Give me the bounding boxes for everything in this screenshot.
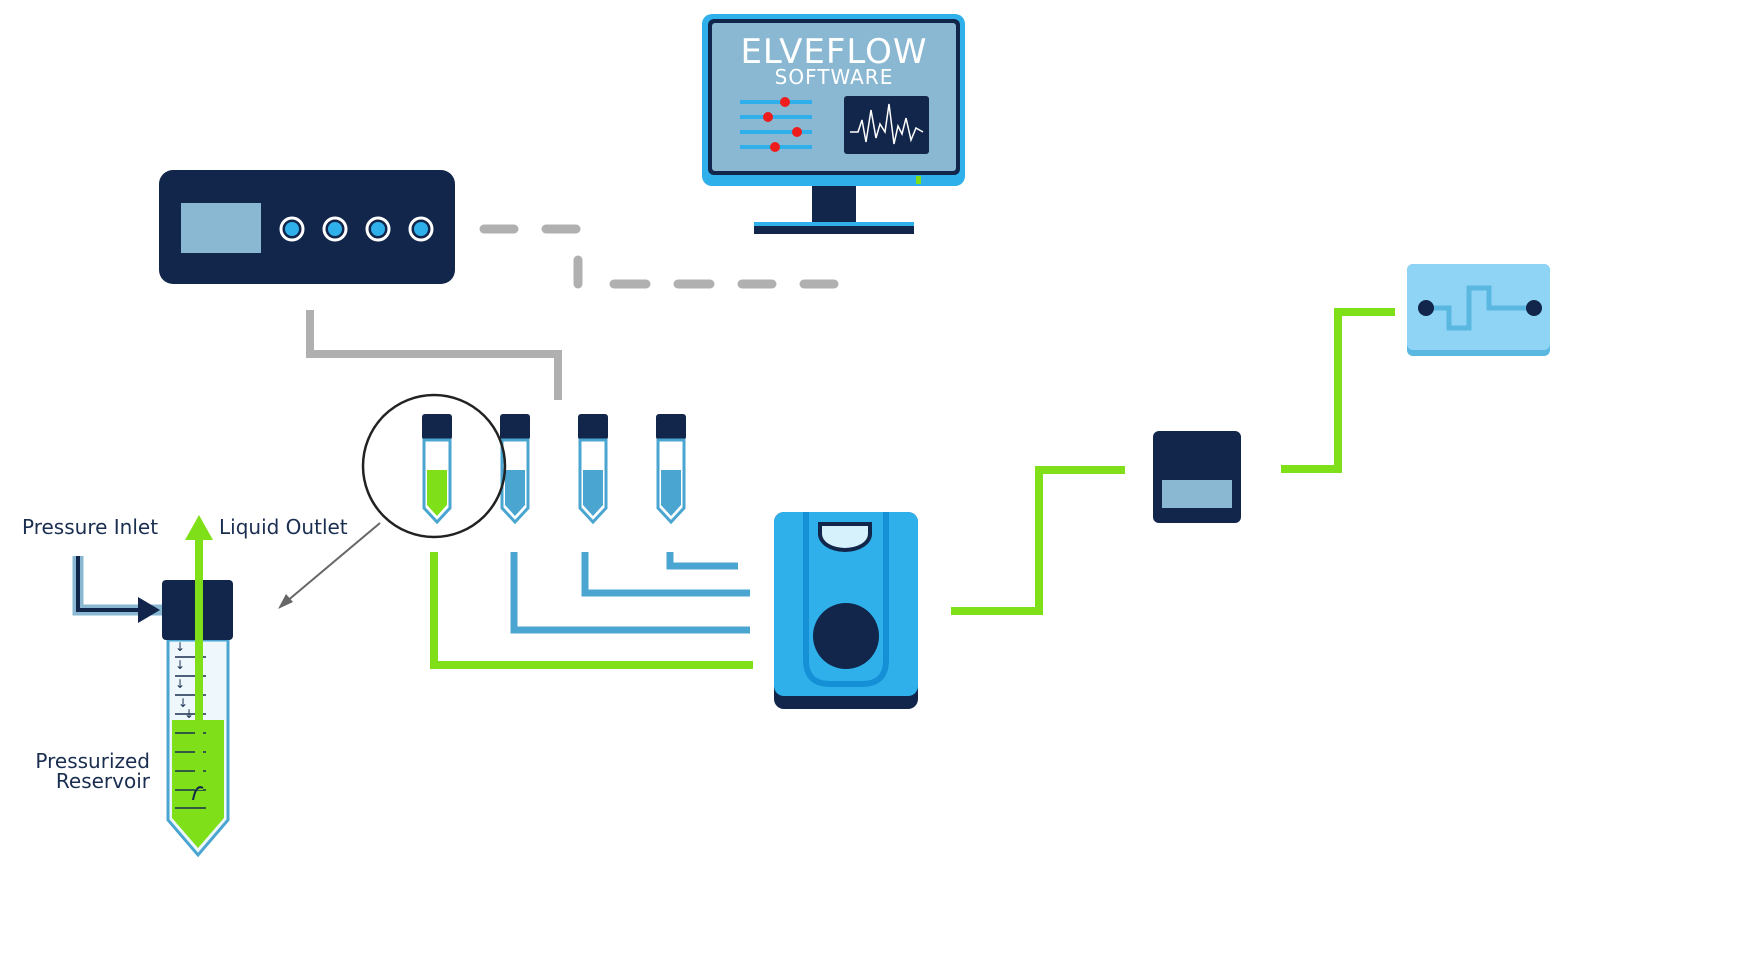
liquid-tubing-blue xyxy=(510,552,750,634)
pressure-inlet-label: Pressure Inlet xyxy=(22,515,158,539)
dashed-usb-cable xyxy=(479,224,839,289)
svg-text:↓: ↓ xyxy=(175,658,185,672)
liquid-tubing-green xyxy=(430,552,753,669)
svg-text:↓: ↓ xyxy=(184,707,194,721)
svg-text:↓: ↓ xyxy=(175,640,185,654)
waveform-icon xyxy=(844,96,929,154)
outlet-tubing xyxy=(951,308,1395,615)
reservoir-tube-icon xyxy=(578,414,608,525)
microfluidic-chip-icon xyxy=(1407,264,1550,356)
svg-text:↓: ↓ xyxy=(178,696,188,710)
pressurized-reservoir-label-line1: Pressurized xyxy=(35,749,150,773)
magnifier-circle-icon xyxy=(361,393,507,539)
svg-text:↓: ↓ xyxy=(175,677,185,691)
monitor-subtitle: SOFTWARE xyxy=(775,65,894,89)
pressure-supply-cable xyxy=(306,310,562,400)
monitor-title: ELVEFLOW xyxy=(740,32,927,72)
reservoir-tube-icon xyxy=(500,414,530,525)
pressurized-reservoir-detail: ↓ ↓ ↓ ↓ ↓ xyxy=(72,515,233,858)
slider-controls xyxy=(740,97,812,152)
pressurized-reservoir-label-line2: Reservoir xyxy=(56,769,151,793)
liquid-outlet-label: Liquid Outlet xyxy=(219,515,348,539)
zoom-arrow xyxy=(278,522,381,609)
reservoir-tube-icon xyxy=(422,414,452,525)
flow-sensor-icon xyxy=(1153,431,1241,523)
valve-icon xyxy=(774,512,918,709)
monitor-icon: ELVEFLOW SOFTWARE xyxy=(702,14,965,234)
controller-knobs xyxy=(279,216,434,242)
reservoir-tube-icon xyxy=(656,414,686,525)
pressure-controller-icon xyxy=(159,170,455,284)
